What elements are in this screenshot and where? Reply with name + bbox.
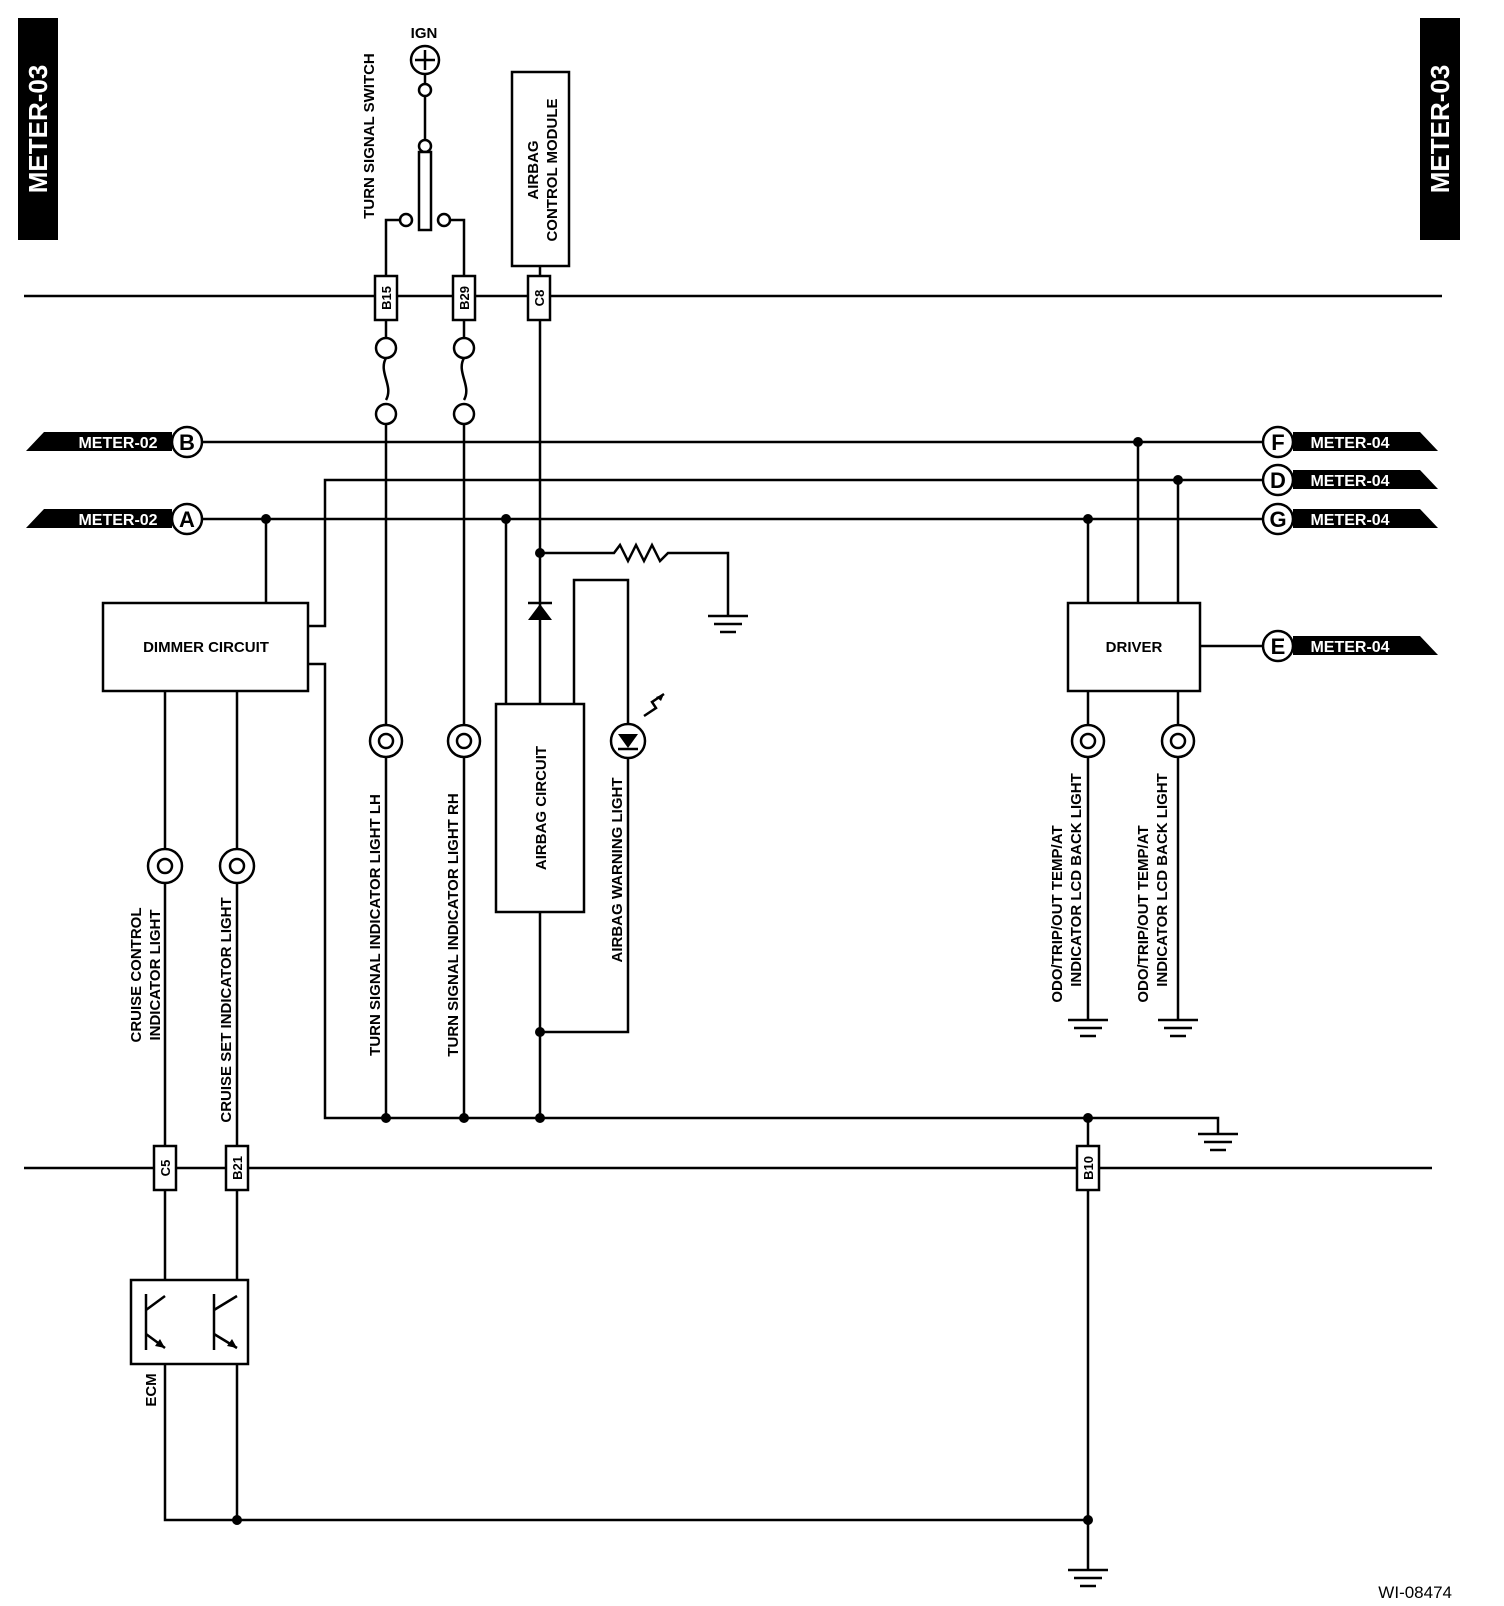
ref-meter-04-d: D METER-04 xyxy=(1261,463,1438,497)
turn-signal-indicator-lh: TURN SIGNAL INDICATOR LIGHT LH xyxy=(367,723,404,1056)
svg-text:DRIVER: DRIVER xyxy=(1106,639,1163,656)
svg-text:METER-02: METER-02 xyxy=(78,435,157,452)
svg-text:D: D xyxy=(1270,468,1286,493)
ground-lcd-1 xyxy=(1068,1018,1108,1038)
ground-lcd-2 xyxy=(1158,1018,1198,1038)
svg-text:A: A xyxy=(179,507,195,532)
svg-text:INDICATOR LCD BACK LIGHT: INDICATOR LCD BACK LIGHT xyxy=(1154,773,1171,987)
ecm: ECM xyxy=(129,1278,250,1407)
turn-signal-indicator-rh: TURN SIGNAL INDICATOR LIGHT RH xyxy=(445,723,482,1057)
svg-text:AIRBAG: AIRBAG xyxy=(525,140,542,199)
svg-text:METER-04: METER-04 xyxy=(1310,435,1389,452)
page-tag-left: METER-03 xyxy=(18,18,58,240)
svg-text:AIRBAG WARNING LIGHT: AIRBAG WARNING LIGHT xyxy=(609,778,626,963)
svg-text:E: E xyxy=(1271,634,1286,659)
svg-text:CRUISE SET INDICATOR LIGHT: CRUISE SET INDICATOR LIGHT xyxy=(218,897,235,1122)
svg-text:IGN: IGN xyxy=(411,25,438,42)
svg-text:F: F xyxy=(1271,430,1284,455)
svg-text:CRUISE CONTROL: CRUISE CONTROL xyxy=(128,908,145,1043)
lcd-backlight-1: ODO/TRIP/OUT TEMP/AT INDICATOR LCD BACK … xyxy=(1049,723,1106,1003)
svg-text:TURN SIGNAL SWITCH: TURN SIGNAL SWITCH xyxy=(361,53,378,219)
svg-text:G: G xyxy=(1269,507,1286,532)
airbag-circuit: AIRBAG CIRCUIT xyxy=(494,702,586,914)
page-tag-right: METER-03 xyxy=(1420,18,1460,240)
svg-text:TURN SIGNAL INDICATOR LIGHT RH: TURN SIGNAL INDICATOR LIGHT RH xyxy=(445,793,462,1056)
lcd-backlight-2: ODO/TRIP/OUT TEMP/AT INDICATOR LCD BACK … xyxy=(1135,723,1196,1003)
figure-id: WI-08474 xyxy=(1378,1583,1452,1602)
svg-text:METER-03: METER-03 xyxy=(23,65,53,194)
ign-power-source: IGN xyxy=(409,25,441,98)
dimmer-circuit: DIMMER CIRCUIT xyxy=(101,601,310,693)
connector-c5: C5 xyxy=(152,1144,178,1192)
ref-meter-04-g: G METER-04 xyxy=(1261,502,1438,536)
svg-text:B21: B21 xyxy=(230,1156,245,1180)
svg-text:ECM: ECM xyxy=(143,1373,160,1406)
airbag-warning-light: AIRBAG WARNING LIGHT xyxy=(609,692,665,963)
svg-text:DIMMER CIRCUIT: DIMMER CIRCUIT xyxy=(143,639,269,656)
cruise-set-indicator-light: CRUISE SET INDICATOR LIGHT xyxy=(218,847,256,1123)
ref-meter-04-e: E METER-04 xyxy=(1261,629,1438,663)
connector-b21: B21 xyxy=(224,1144,250,1192)
turn-signal-switch: TURN SIGNAL SWITCH xyxy=(361,53,466,282)
svg-text:ODO/TRIP/OUT TEMP/AT: ODO/TRIP/OUT TEMP/AT xyxy=(1135,825,1152,1002)
svg-text:METER-04: METER-04 xyxy=(1310,639,1389,656)
svg-text:AIRBAG CIRCUIT: AIRBAG CIRCUIT xyxy=(533,746,550,870)
svg-text:B: B xyxy=(179,430,195,455)
ref-meter-02-a: METER-02 A xyxy=(26,502,204,536)
svg-text:INDICATOR LCD BACK LIGHT: INDICATOR LCD BACK LIGHT xyxy=(1068,773,1085,987)
wire-dimmer-to-d xyxy=(306,478,1263,628)
airbag-control-module: AIRBAG CONTROL MODULE xyxy=(510,70,571,276)
svg-text:METER-02: METER-02 xyxy=(78,512,157,529)
svg-text:CONTROL MODULE: CONTROL MODULE xyxy=(544,98,561,241)
ref-meter-02-b: METER-02 B xyxy=(26,425,204,459)
svg-text:C5: C5 xyxy=(158,1160,173,1177)
svg-text:ODO/TRIP/OUT TEMP/AT: ODO/TRIP/OUT TEMP/AT xyxy=(1049,825,1066,1002)
connector-c8: C8 xyxy=(526,274,552,322)
svg-text:C8: C8 xyxy=(532,290,547,307)
connector-b29: B29 xyxy=(451,274,477,322)
diode xyxy=(528,604,552,620)
ground-resistor xyxy=(708,614,748,634)
ground-right xyxy=(1198,1132,1238,1152)
ref-meter-04-f: F METER-04 xyxy=(1261,425,1438,459)
svg-text:B29: B29 xyxy=(457,286,472,310)
fuse-lh xyxy=(374,320,398,426)
cruise-control-indicator-light: CRUISE CONTROL INDICATOR LIGHT xyxy=(128,847,184,1043)
connector-b15: B15 xyxy=(373,274,399,322)
svg-text:METER-04: METER-04 xyxy=(1310,512,1389,529)
driver: DRIVER xyxy=(1066,601,1202,693)
svg-text:TURN SIGNAL INDICATOR LIGHT LH: TURN SIGNAL INDICATOR LIGHT LH xyxy=(367,794,384,1056)
connector-b10: B10 xyxy=(1075,1144,1101,1192)
svg-text:B15: B15 xyxy=(379,286,394,310)
fuse-rh xyxy=(452,320,476,426)
svg-text:B10: B10 xyxy=(1081,1156,1096,1180)
svg-text:METER-04: METER-04 xyxy=(1310,473,1389,490)
svg-text:INDICATOR LIGHT: INDICATOR LIGHT xyxy=(147,909,164,1040)
svg-text:METER-03: METER-03 xyxy=(1425,65,1455,194)
ground-bottom xyxy=(1068,1568,1108,1588)
